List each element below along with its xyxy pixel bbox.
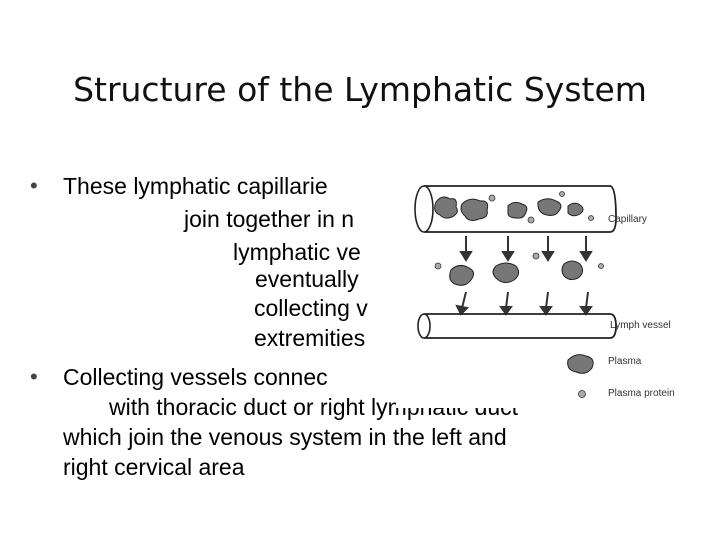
bullet-line: These lymphatic capillarie (63, 173, 328, 199)
interstitial-proteins (434, 252, 604, 286)
capillary-label: Capillary (608, 214, 647, 225)
lymph-vessel-label: Lymph vessel (610, 320, 671, 331)
bullet-line: right cervical area (63, 454, 245, 480)
plasma-protein-label: Plasma protein (608, 388, 675, 399)
slide-title: Structure of the Lymphatic System (73, 70, 647, 109)
bullet-line: extremities (254, 325, 366, 351)
plasma-protein-blob (460, 198, 489, 221)
plasma-legend-blob (567, 354, 594, 374)
arrows-top (459, 236, 593, 262)
plasma-protein-blob (567, 202, 584, 217)
plasma-protein-blob (507, 201, 528, 219)
plasma-protein-blob (434, 196, 458, 219)
bullet-line: lymphatic ve (233, 239, 361, 265)
plasma-protein-blob (537, 198, 562, 216)
bullet-line: which join the venous system in the left… (63, 424, 507, 450)
bullet-line: collecting v (254, 295, 368, 321)
arrows-bottom (455, 291, 593, 316)
plasma-label: Plasma (608, 356, 642, 367)
lymph-diagram: Capillary Lymph vessel Plasma Plasma pro… (396, 166, 686, 408)
bullet-line: Collecting vessels connec (63, 364, 328, 390)
lymph-diagram-svg (414, 185, 617, 398)
bullet-dot: • (30, 364, 38, 389)
lymph-vessel-tube (417, 313, 617, 339)
bullet-line: eventually (255, 266, 359, 292)
plasma-protein-legend-dot (578, 390, 586, 398)
bullet-dot: • (30, 173, 38, 198)
bullet-line: join together in n (184, 206, 355, 232)
capillary-tube (414, 185, 617, 233)
